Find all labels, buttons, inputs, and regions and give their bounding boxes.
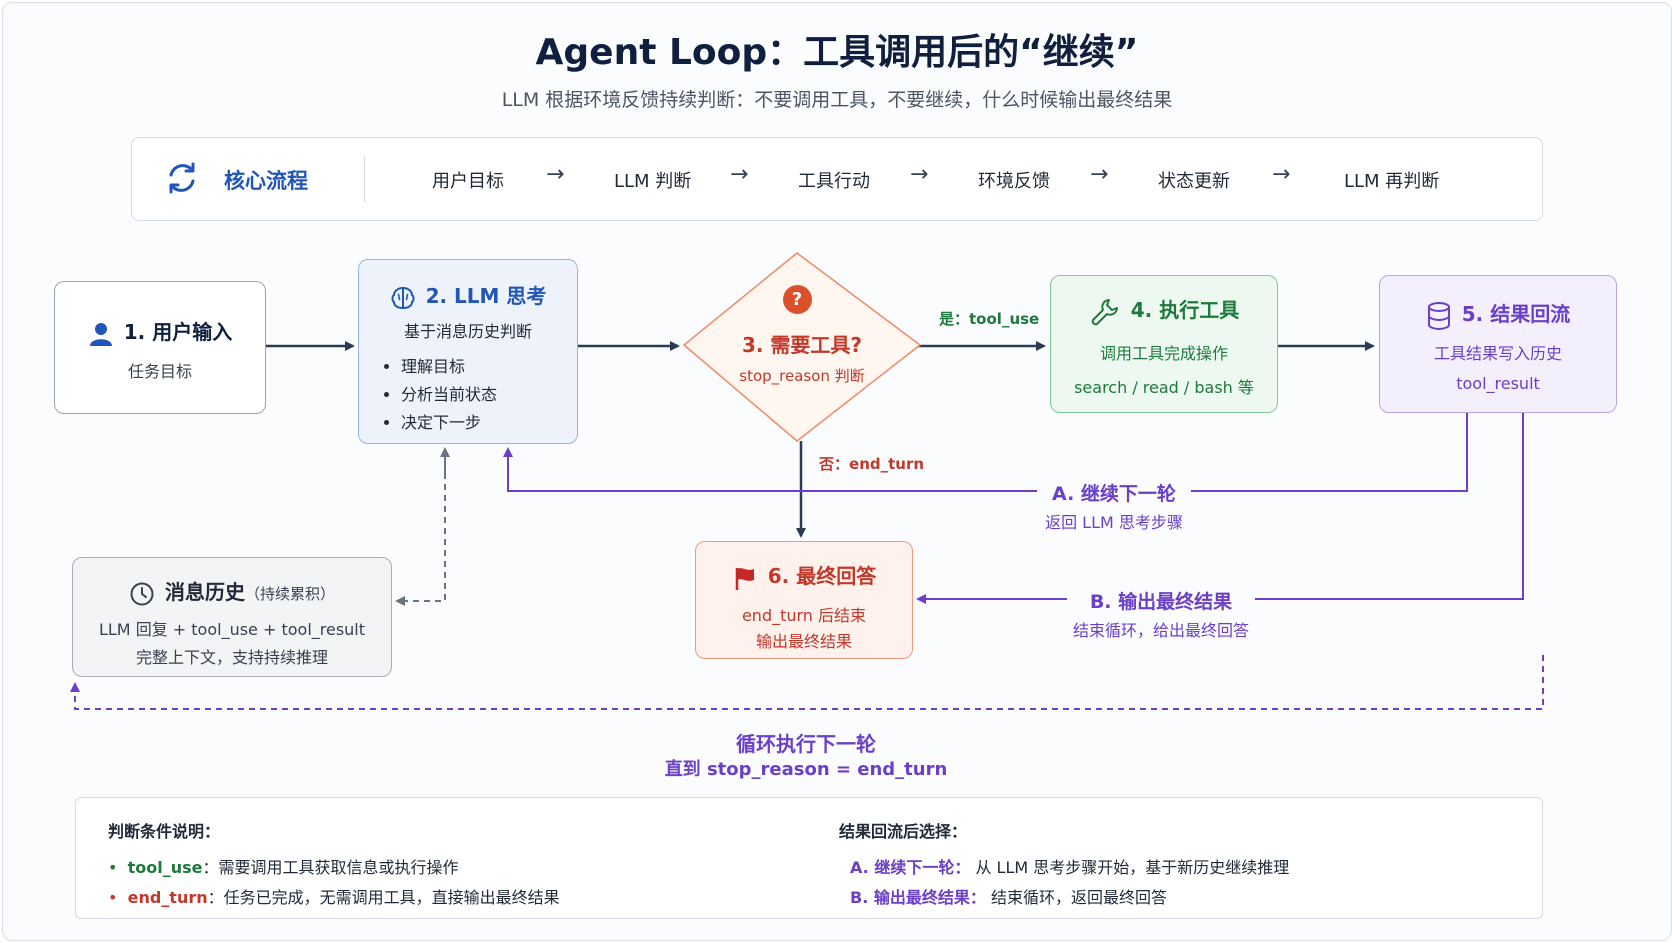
flow-arrow: → (1272, 162, 1291, 187)
wrench-icon (1091, 298, 1118, 325)
question-icon: ? (777, 285, 817, 317)
note-text: 结束循环，返回最终回答 (990, 888, 1167, 907)
notes-right-item-continue: A. 继续下一轮： 从 LLM 思考步骤开始，基于新历史继续推理 (850, 854, 1289, 878)
decision-diamond (682, 252, 922, 442)
note-text: ：任务已完成，无需调用工具，直接输出最终结果 (207, 888, 560, 907)
node-user-input-desc: 任务目标 (127, 362, 192, 381)
edge-label-output-desc: 结束循环，给出最终回答 (1072, 621, 1249, 640)
node-result-back: 5. 结果回流 工具结果写入历史 tool_result (1379, 275, 1617, 413)
edge-label-output-title: B. 输出最终结果 (1067, 587, 1255, 614)
notes-left-item-end-turn: • end_turn：任务已完成，无需调用工具，直接输出最终结果 (108, 888, 560, 907)
edge-label-continue-desc: 返回 LLM 思考步骤 (1045, 513, 1183, 532)
notes-panel: 判断条件说明： • tool_use：需要调用工具获取信息或执行操作 • end… (75, 797, 1543, 919)
node-result-back-title: 5. 结果回流 (1461, 302, 1571, 326)
notes-left-title: 判断条件说明： (108, 822, 221, 841)
flow-step-tool-action: 工具行动 (798, 171, 870, 192)
node-exec-tool-desc2: search / read / bash 等 (1074, 378, 1254, 397)
node-final-answer-title: 6. 最终回答 (767, 564, 877, 588)
node-history-title: 消息历史 (164, 580, 245, 604)
edge-output-final (1255, 413, 1524, 600)
edge-loop-next-round (70, 655, 1544, 710)
node-exec-tool: 4. 执行工具 调用工具完成操作 search / read / bash 等 (1050, 275, 1278, 413)
notes-right-title: 结果回流后选择： (839, 822, 968, 841)
brain-icon (391, 286, 415, 309)
flow-step-llm-judge: LLM 判断 (614, 171, 692, 192)
bullet-item: 决定下一步 (401, 409, 497, 437)
node-final-answer: 6. 最终回答 end_turn 后结束 输出最终结果 (695, 541, 913, 659)
node-exec-tool-title: 4. 执行工具 (1130, 298, 1240, 322)
note-key: tool_use (127, 858, 203, 877)
edge-label-yes-prefix: 是： (939, 310, 970, 328)
core-flow-divider (364, 156, 365, 202)
edge-label-no-prefix: 否： (819, 455, 850, 473)
bullet-item: 分析当前状态 (401, 381, 497, 409)
node-exec-tool-desc: 调用工具完成操作 (1099, 344, 1228, 363)
page-title: Agent Loop：工具调用后的“继续” (535, 32, 1139, 73)
core-flow-bar: 核心流程 用户目标 → LLM 判断 → 工具行动 → 环境反馈 → 状态更新 … (131, 137, 1543, 221)
edge-continue-next-round (503, 447, 1037, 492)
connector-layer (70, 252, 1544, 710)
note-key: A. 继续下一轮： (850, 858, 971, 877)
node-result-back-desc: 工具结果写入历史 (1433, 344, 1562, 363)
node-final-answer-desc2: 输出最终结果 (755, 632, 852, 651)
node-llm-think-title: 2. LLM 思考 (425, 284, 547, 308)
edge-continue-next-round (1191, 413, 1468, 492)
edge-history-sync (395, 451, 446, 606)
flow-step-user-goal: 用户目标 (432, 171, 504, 192)
node-user-input: 1. 用户输入 任务目标 (54, 281, 266, 414)
edge-label-yes: 是：tool_use (939, 308, 1039, 329)
edge-label-no: 否：end_turn (819, 453, 924, 474)
edge-label-no-value: end_turn (849, 455, 925, 473)
flow-arrow: → (730, 162, 749, 187)
flow-arrow: → (910, 162, 929, 187)
node-message-history: 消息历史（持续累积） LLM 回复 + tool_use + tool_resu… (72, 557, 392, 677)
node-history-desc: LLM 回复 + tool_use + tool_result (98, 620, 366, 639)
flow-step-llm-rejudge: LLM 再判断 (1344, 171, 1440, 192)
flow-arrow: → (546, 162, 565, 187)
note-text: ：需要调用工具获取信息或执行操作 (202, 858, 459, 877)
node-llm-think: 2. LLM 思考 基于消息历史判断 理解目标 分析当前状态 决定下一步 (358, 259, 578, 444)
bullet-item: 理解目标 (401, 353, 497, 381)
node-need-tool-title: 3. 需要工具? (741, 333, 863, 357)
loop-label-title: 循环执行下一轮 (736, 732, 876, 756)
note-key: end_turn (127, 888, 208, 907)
node-need-tool-desc: stop_reason 判断 (739, 367, 865, 385)
refresh-icon (169, 162, 195, 194)
edge-label-continue-title: A. 继续下一轮 (1037, 479, 1191, 506)
note-text: 从 LLM 思考步骤开始，基于新历史继续推理 (975, 858, 1290, 877)
edge-label-yes-value: tool_use (969, 310, 1040, 328)
flag-icon (735, 567, 754, 590)
flow-arrow: → (1090, 162, 1109, 187)
node-history-desc2: 完整上下文，支持持续推理 (135, 648, 328, 667)
notes-left-item-tool-use: • tool_use：需要调用工具获取信息或执行操作 (108, 858, 459, 877)
node-history-title-suffix: （持续累积） (244, 585, 335, 603)
core-flow-label: 核心流程 (224, 169, 308, 193)
page-subtitle: LLM 根据环境反馈持续判断：不要调用工具，不要继续，什么时候输出最终结果 (501, 89, 1173, 111)
node-final-answer-desc: end_turn 后结束 (741, 606, 867, 625)
loop-label-desc: 直到 stop_reason = end_turn (664, 759, 948, 780)
flow-step-env-feedback: 环境反馈 (978, 171, 1050, 192)
database-icon (1427, 301, 1450, 330)
clock-icon (130, 582, 154, 605)
node-llm-think-bullets: 理解目标 分析当前状态 决定下一步 (383, 353, 497, 437)
node-llm-think-desc: 基于消息历史判断 (403, 322, 532, 341)
user-icon (89, 322, 112, 346)
node-user-input-title: 1. 用户输入 (123, 320, 233, 344)
notes-right-item-output: B. 输出最终结果： 结束循环，返回最终回答 (850, 884, 1167, 908)
note-key: B. 输出最终结果： (850, 888, 986, 907)
flow-step-state-update: 状态更新 (1158, 171, 1230, 192)
node-result-back-desc2: tool_result (1456, 374, 1540, 393)
